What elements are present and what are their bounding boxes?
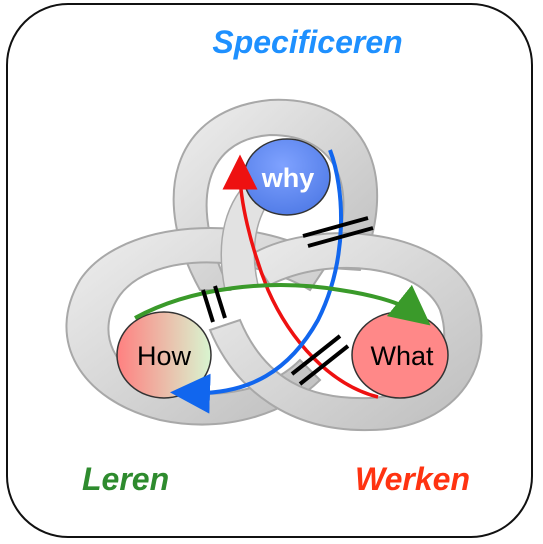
node-how: How [116, 311, 212, 399]
red-arrow-what-to-why [222, 154, 379, 399]
ring-right [208, 232, 483, 432]
break-mark-green [201, 285, 227, 323]
green-arrow-how-to-what [134, 283, 431, 326]
node-why: why [243, 138, 331, 216]
blue-arrow-why-to-how [170, 149, 344, 414]
how-label: How [137, 341, 192, 371]
what-label: What [370, 341, 434, 371]
werken-label: Werken [355, 461, 471, 497]
specificeren-label: Specificeren [212, 24, 403, 60]
leren-label: Leren [82, 461, 170, 497]
break-mark-red [290, 334, 350, 386]
break-mark-blue [302, 216, 374, 248]
ring-top [172, 98, 379, 291]
why-label: why [261, 163, 315, 193]
node-what: What [351, 311, 449, 399]
